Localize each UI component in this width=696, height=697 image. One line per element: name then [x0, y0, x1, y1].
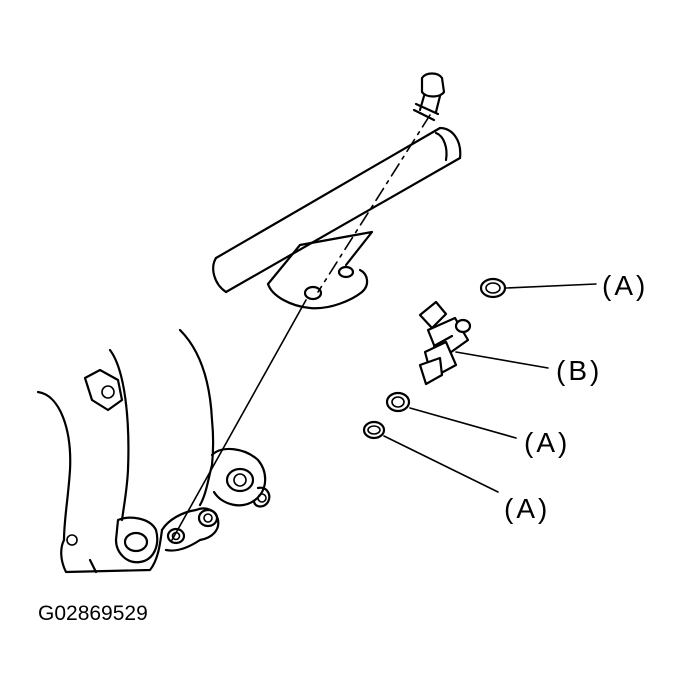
callout-b: (B) — [556, 355, 602, 386]
fuel-pipe-bracket — [212, 126, 462, 310]
o-ring-bottom — [362, 420, 386, 440]
alignment-lines — [171, 114, 431, 541]
callout-a-top: (A) — [602, 270, 648, 301]
fuel-injector — [418, 300, 472, 386]
callout-a-middle: (A) — [524, 427, 570, 458]
bolt — [412, 72, 446, 122]
leader-lines — [383, 283, 597, 493]
o-ring-top — [479, 277, 507, 299]
intake-manifold — [36, 328, 271, 574]
o-ring-middle — [385, 391, 411, 413]
o-rings — [362, 277, 507, 440]
figure-code: G02869529 — [38, 602, 148, 625]
callout-a-bottom: (A) — [504, 493, 550, 524]
